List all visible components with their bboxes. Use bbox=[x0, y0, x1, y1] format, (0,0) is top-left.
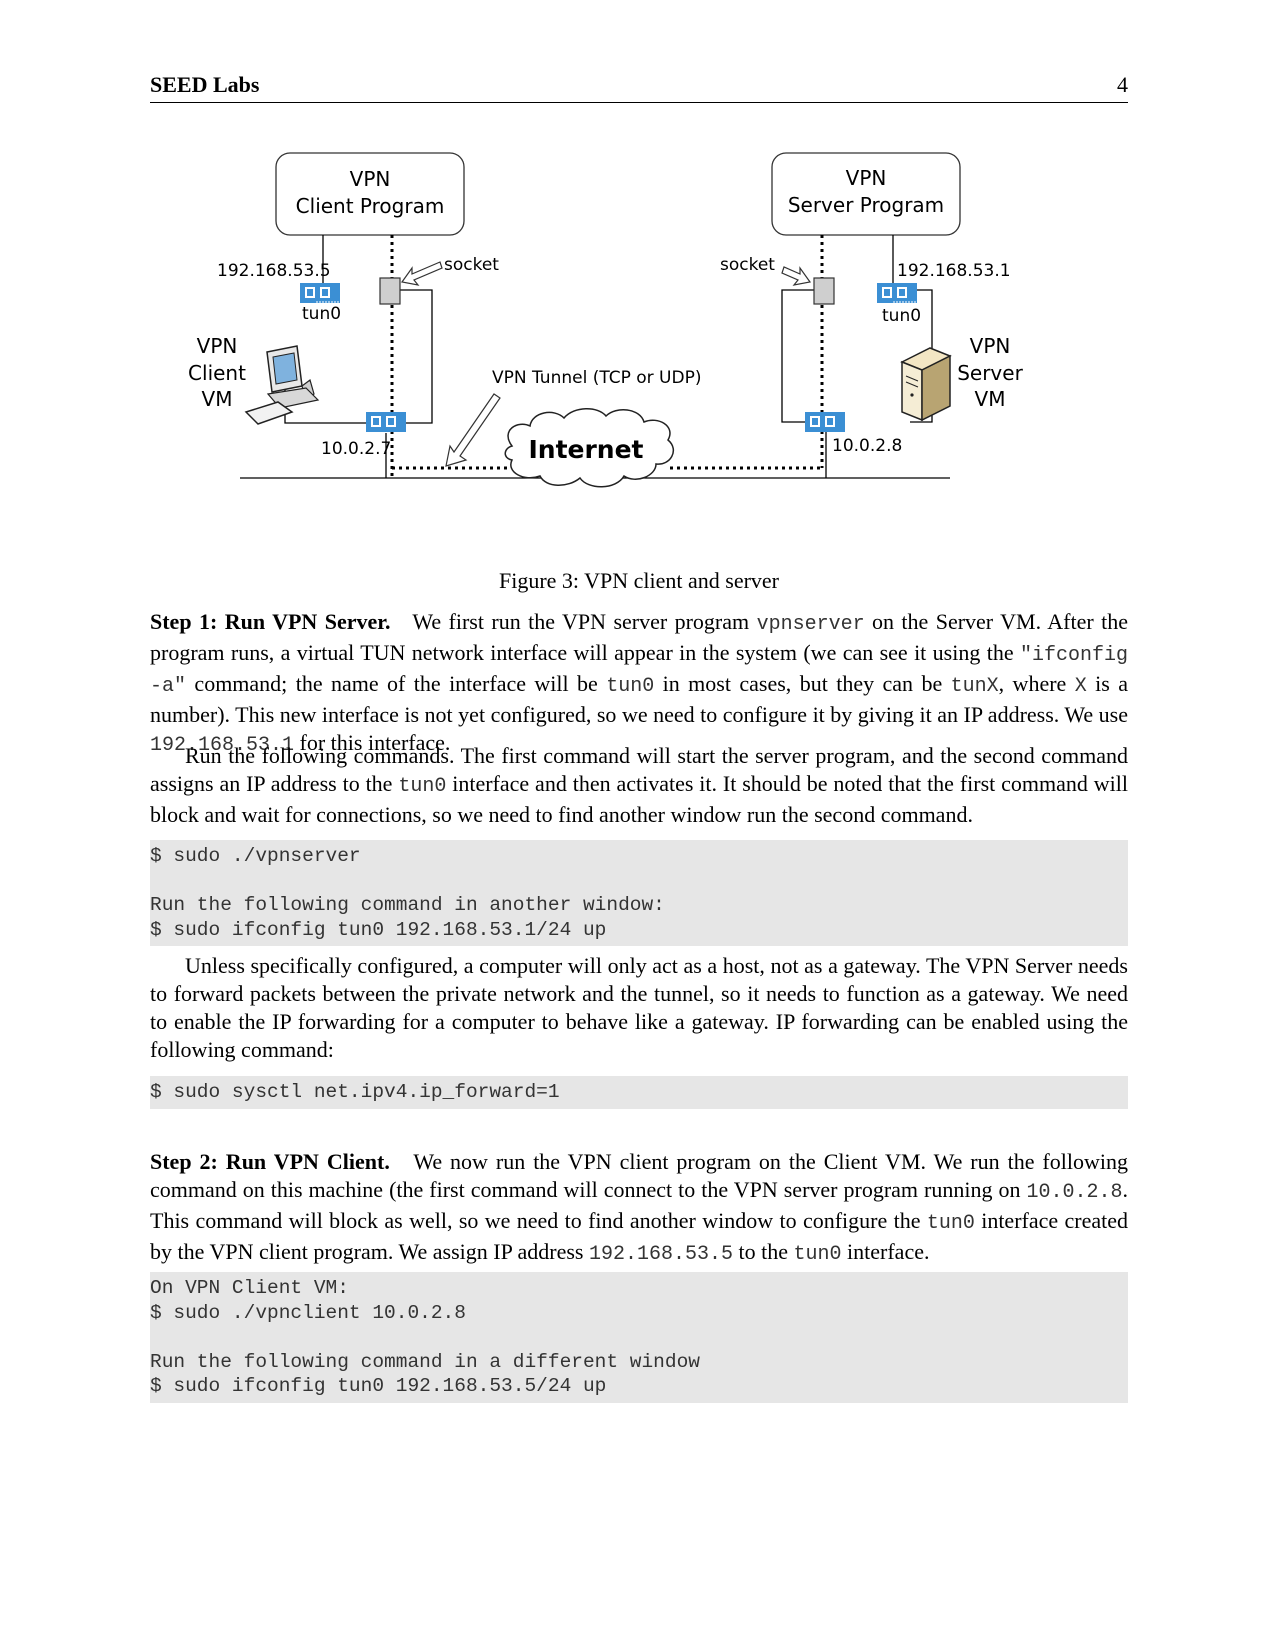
server-vm-label-2: Server bbox=[957, 361, 1023, 385]
server-eth-nic-icon bbox=[805, 412, 845, 432]
code-line: $ sudo ./vpnclient 10.0.2.8 bbox=[150, 1301, 466, 1324]
server-program-label-1: VPN bbox=[846, 166, 887, 190]
internet-cloud-icon bbox=[504, 408, 674, 488]
client-vm-label-3: VM bbox=[202, 387, 233, 411]
client-socket-arrow-icon bbox=[400, 261, 443, 286]
step2-paragraph-1: Step 2: Run VPN Client. We now run the V… bbox=[150, 1148, 1128, 1269]
step1-text-a: We first run the VPN server program bbox=[412, 609, 757, 634]
client-tun0-nic-icon bbox=[300, 283, 340, 303]
server-program-label-2: Server Program bbox=[788, 193, 944, 217]
step1-code-block-2: $ sudo sysctl net.ipv4.ip_forward=1 bbox=[150, 1076, 1128, 1109]
server-tun0-nic-icon bbox=[877, 283, 917, 303]
step2-text-c: interface created by the VPN client prog… bbox=[150, 1208, 1128, 1264]
step1-paragraph-2: Run the following commands. The first co… bbox=[150, 742, 1128, 829]
vpn-tunnel-label: VPN Tunnel (TCP or UDP) bbox=[492, 368, 701, 388]
code-line: On VPN Client VM: bbox=[150, 1277, 349, 1299]
server-tun-ip-label: 192.168.53.1 bbox=[897, 261, 1011, 281]
server-socket-arrow-icon bbox=[781, 266, 812, 286]
page-number: 4 bbox=[1117, 72, 1128, 97]
client-vm-frame bbox=[394, 289, 433, 424]
page-header: SEED Labs 4 bbox=[150, 72, 1128, 103]
step1-code-tun0: tun0 bbox=[606, 675, 655, 698]
vpn-diagram: VPN Client Program VPN Server Program bbox=[150, 150, 1128, 520]
step2-code-ip: 10.0.2.8 bbox=[1026, 1181, 1123, 1204]
client-program-box bbox=[275, 152, 465, 236]
server-vm-label-1: VPN bbox=[970, 334, 1011, 358]
code-line bbox=[150, 869, 1128, 894]
client-tun0-label: tun0 bbox=[302, 304, 341, 324]
code-line: $ sudo ifconfig tun0 192.168.53.5/24 up bbox=[150, 1375, 607, 1397]
step1-paragraph-1: Step 1: Run VPN Server. We first run the… bbox=[150, 608, 1128, 760]
step2-text-d: to the bbox=[733, 1239, 794, 1264]
client-program-label-1: VPN bbox=[350, 167, 391, 191]
figure-caption: Figure 3: VPN client and server bbox=[498, 568, 780, 593]
step2-code-block: On VPN Client VM: $ sudo ./vpnclient 10.… bbox=[150, 1272, 1128, 1403]
step1-code-tunx: tunX bbox=[950, 675, 999, 698]
step1-text-f: is a number). This new interface is not … bbox=[150, 671, 1128, 727]
server-eth-ip-label: 10.0.2.8 bbox=[832, 436, 902, 456]
client-computer-icon bbox=[244, 345, 320, 425]
server-socket-label: socket bbox=[720, 255, 775, 275]
step1-code-block-1: $ sudo ./vpnserver Run the following com… bbox=[150, 840, 1128, 946]
step2-code-client-ip: 192.168.53.5 bbox=[588, 1243, 734, 1266]
step1-code-vpnserver: vpnserver bbox=[756, 613, 865, 636]
vpn-diagram-svg: VPN Client Program VPN Server Program bbox=[188, 152, 1024, 488]
step1-p2-text-b: interface and then activates it. It shou… bbox=[150, 771, 1129, 827]
code-line: Run the following command in another win… bbox=[150, 894, 665, 916]
step1-code-ip: 192.168.53.1 bbox=[150, 734, 295, 757]
vpn-tunnel-arrow-icon bbox=[445, 393, 501, 467]
header-title: SEED Labs bbox=[150, 72, 260, 97]
client-vm-label-2: Client bbox=[188, 361, 246, 385]
step1-p2-code-tun0: tun0 bbox=[398, 775, 447, 798]
step2-title: Step 2: Run VPN Client. bbox=[150, 1149, 390, 1174]
step1-code-x: X bbox=[1074, 675, 1087, 698]
step1-code-ifconfig: "ifconfig -a" bbox=[150, 644, 1128, 698]
client-vm-label-1: VPN bbox=[197, 334, 238, 358]
code-line: Run the following command in a different… bbox=[150, 1350, 700, 1373]
server-socket-icon bbox=[813, 277, 835, 305]
step1-text-e: , where bbox=[998, 671, 1075, 696]
step2-text-e: interface. bbox=[841, 1239, 930, 1264]
step2-text-b: . This command will block as well, so we… bbox=[150, 1177, 1128, 1233]
step1-text-c: command; the name of the interface will … bbox=[186, 671, 607, 696]
code-line: $ sudo sysctl net.ipv4.ip_forward=1 bbox=[150, 1081, 560, 1103]
client-eth-nic-icon bbox=[366, 412, 406, 432]
server-vm-frame bbox=[781, 289, 815, 423]
code-line bbox=[150, 1325, 1128, 1350]
step1-title: Step 1: Run VPN Server. bbox=[150, 609, 391, 634]
step1-text-d: in most cases, but they can be bbox=[654, 671, 951, 696]
client-socket-icon bbox=[379, 277, 401, 305]
step2-code-tun0: tun0 bbox=[926, 1212, 975, 1235]
client-eth-ip-label: 10.0.2.7 bbox=[321, 439, 391, 459]
step1-p2-text-a: Run the following commands. The first co… bbox=[150, 743, 1128, 796]
server-tun0-label: tun0 bbox=[882, 306, 921, 326]
code-line: $ sudo ifconfig tun0 192.168.53.1/24 up bbox=[150, 918, 607, 941]
step2-code-tun0-2: tun0 bbox=[793, 1243, 842, 1266]
step1-paragraph-3: Unless specifically configured, a comput… bbox=[150, 953, 1128, 1062]
step1-text-g: for this interface. bbox=[294, 730, 451, 755]
client-socket-label: socket bbox=[444, 255, 499, 275]
server-tower-icon bbox=[900, 347, 952, 422]
step2-text-a: We now run the VPN client program on the… bbox=[150, 1149, 1128, 1202]
client-program-label-2: Client Program bbox=[296, 194, 445, 218]
step1-text-b: on the Server VM. After the program runs… bbox=[150, 609, 1129, 665]
code-line: $ sudo ./vpnserver bbox=[150, 845, 361, 867]
server-program-box bbox=[771, 152, 961, 236]
internet-label: Internet bbox=[528, 435, 643, 464]
server-vm-label-3: VM bbox=[975, 387, 1006, 411]
client-tun-ip-label: 192.168.53.5 bbox=[217, 261, 331, 281]
